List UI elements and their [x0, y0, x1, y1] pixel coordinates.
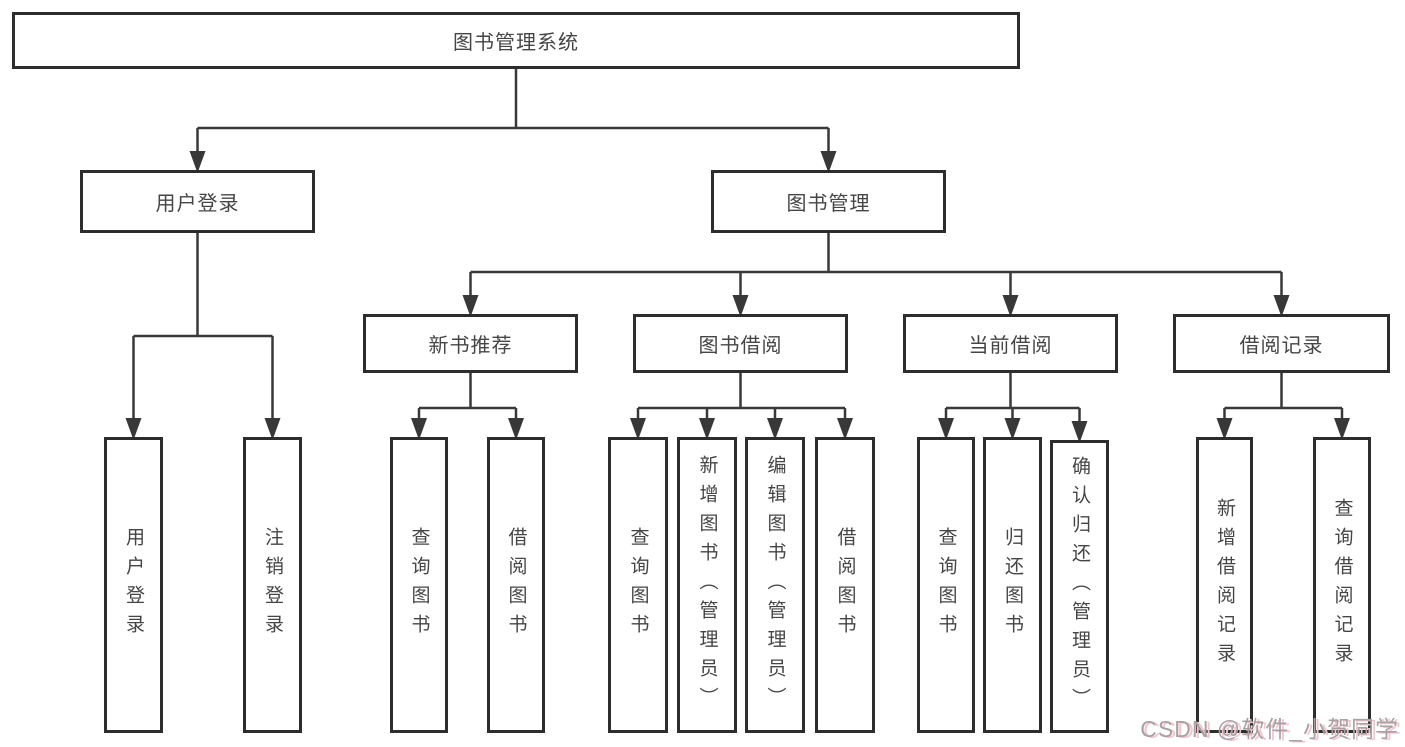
node-label-leaf-logout: 注销登录 — [262, 527, 283, 643]
node-user-login: 用户登录 — [80, 170, 315, 233]
node-label-leaf-cb-query: 查询图书 — [935, 527, 957, 643]
node-label-leaf-cb-return: 归还图书 — [1002, 527, 1023, 643]
node-label-user-login: 用户登录 — [155, 193, 240, 215]
node-label-leaf-br-query: 查询借阅记录 — [1331, 498, 1353, 672]
node-label-book-mgmt: 图书管理 — [786, 193, 871, 215]
node-leaf-cb-confirm: 确认归还（管理员） — [1050, 440, 1109, 733]
node-label-leaf-cb-confirm: 确认归还（管理员） — [1069, 456, 1090, 717]
node-book-mgmt: 图书管理 — [711, 170, 946, 233]
node-leaf-bb-edit: 编辑图书（管理员） — [745, 437, 805, 733]
node-label-leaf-bb-add: 新增图书（管理员） — [696, 454, 718, 716]
node-leaf-cb-return: 归还图书 — [983, 437, 1042, 733]
watermark: CSDN @软件_小贺同学 — [1140, 716, 1399, 742]
node-leaf-logout: 注销登录 — [243, 437, 302, 733]
node-label-leaf-bb-edit: 编辑图书（管理员） — [764, 454, 786, 716]
node-label-current-borrow: 当前借阅 — [968, 335, 1053, 357]
node-label-leaf-nbr-borrow: 借阅图书 — [505, 527, 527, 643]
node-new-book-rec: 新书推荐 — [363, 314, 578, 373]
node-label-leaf-br-add: 新增借阅记录 — [1214, 498, 1235, 672]
node-label-borrow-records: 借阅记录 — [1239, 335, 1324, 357]
node-leaf-nbr-query: 查询图书 — [390, 437, 448, 733]
node-label-new-book-rec: 新书推荐 — [428, 335, 513, 357]
node-leaf-bb-borrow: 借阅图书 — [815, 437, 875, 733]
node-leaf-br-query: 查询借阅记录 — [1313, 437, 1371, 733]
node-leaf-cb-query: 查询图书 — [917, 437, 975, 733]
node-book-borrow: 图书借阅 — [633, 314, 848, 373]
node-label-leaf-nbr-query: 查询图书 — [408, 527, 430, 643]
node-leaf-br-add: 新增借阅记录 — [1196, 437, 1253, 733]
node-borrow-records: 借阅记录 — [1173, 314, 1390, 373]
node-root: 图书管理系统 — [12, 12, 1020, 69]
node-label-leaf-bb-query: 查询图书 — [627, 527, 649, 643]
node-label-leaf-bb-borrow: 借阅图书 — [834, 527, 856, 643]
node-label-leaf-user-login: 用户登录 — [123, 527, 144, 643]
node-leaf-nbr-borrow: 借阅图书 — [487, 437, 545, 733]
node-current-borrow: 当前借阅 — [903, 314, 1118, 373]
node-leaf-bb-add: 新增图书（管理员） — [677, 437, 737, 733]
node-leaf-user-login: 用户登录 — [104, 437, 163, 733]
node-label-root: 图书管理系统 — [453, 32, 579, 54]
node-label-book-borrow: 图书借阅 — [698, 335, 783, 357]
node-leaf-bb-query: 查询图书 — [608, 437, 668, 733]
